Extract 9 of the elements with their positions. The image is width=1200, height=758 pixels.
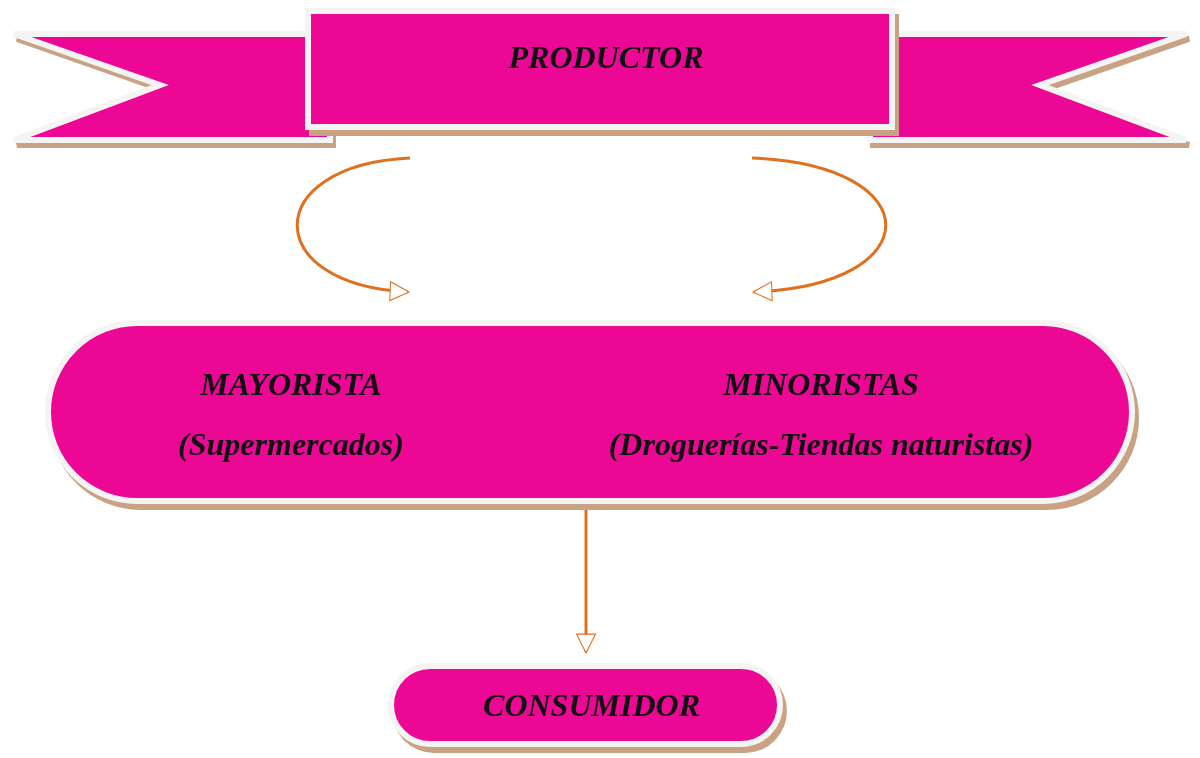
arrow <box>751 156 888 301</box>
node-label: CONSUMIDOR <box>482 687 701 724</box>
arrow <box>295 156 411 300</box>
channel-detail: (Droguerías-Tiendas naturistas) <box>607 426 1035 463</box>
node-label: PRODUCTOR <box>507 39 705 76</box>
arrow <box>576 508 596 654</box>
channel-name: MAYORISTA <box>199 366 383 403</box>
channel-name: MINORISTAS <box>722 366 920 403</box>
channel-detail: (Supermercados) <box>177 426 405 463</box>
